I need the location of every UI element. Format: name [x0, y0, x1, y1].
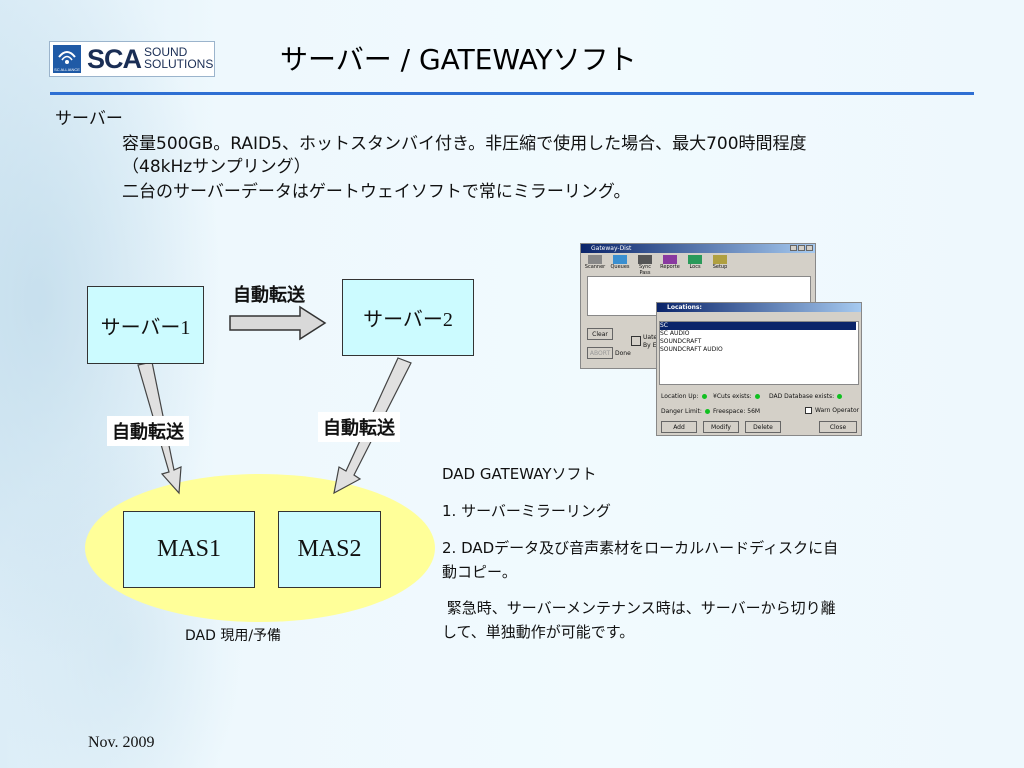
modify-button[interactable]: Modify [703, 421, 739, 433]
server1-box: サーバー1 [87, 286, 204, 364]
gateway-window-titlebar: Gateway-Dist [581, 244, 815, 253]
done-label: Done [615, 350, 631, 357]
footer-date: Nov. 2009 [88, 734, 155, 751]
logo-tagline: SOUND SOLUTIONS [144, 46, 213, 70]
minimize-icon[interactable] [790, 245, 797, 251]
toolbar-locs[interactable]: Locs [684, 255, 706, 276]
gateway-item2-line2: 動コピー。 [442, 563, 517, 581]
maximize-icon[interactable] [798, 245, 805, 251]
location-item[interactable]: SC AUDIO [660, 330, 690, 337]
logo-sound: SOUND [144, 45, 188, 59]
gateway-item3-line1: 緊急時、サーバーメンテナンス時は、サーバーから切り離 [442, 599, 836, 617]
danger-limit-indicator-icon [704, 409, 710, 414]
server2-box: サーバー2 [342, 279, 474, 356]
checkbox-icon [805, 407, 812, 414]
tree-icon [631, 336, 641, 346]
gateway-item2-line1: 2. DADデータ及び音声素材をローカルハードディスクに自 [442, 539, 839, 557]
locations-icon [688, 255, 702, 264]
logo-brand: SCA [87, 44, 142, 74]
slide-title: サーバー / GATEWAYソフト [280, 43, 637, 76]
dad-label: DAD 現用/予備 [185, 628, 282, 644]
location-item[interactable]: SOUNDCRAFT AUDIO [660, 346, 723, 353]
location-up-label: Location Up: [661, 393, 710, 401]
danger-limit-label: Danger Limit: [661, 408, 713, 416]
dad-db-exists-label: DAD Database exists: [769, 393, 845, 401]
side-text-1: Uate [643, 334, 658, 341]
setup-icon [713, 255, 727, 264]
gateway-toolbar: Scanner Queues Sync Pass Reporte Locs Se… [581, 253, 815, 278]
location-item[interactable]: SOUNDCRAFT [660, 338, 702, 345]
location-up-indicator-icon [701, 394, 707, 399]
side-text-2: By E [643, 342, 657, 349]
clear-button[interactable]: Clear [587, 328, 613, 340]
title-divider [50, 92, 974, 95]
logo-solutions: SOLUTIONS [144, 57, 214, 71]
locations-titlebar: Locations: [657, 303, 861, 312]
toolbar-setup[interactable]: Setup [709, 255, 731, 276]
sc-alliance-emblem-icon: SC ALLIANCE [53, 45, 81, 73]
cuts-indicator-icon [754, 394, 760, 399]
sync-icon [638, 255, 652, 264]
arrow-server1-to-server2 [229, 305, 327, 341]
toolbar-sync[interactable]: Sync Pass [634, 255, 656, 276]
gateway-heading: DAD GATEWAYソフト [442, 465, 597, 483]
location-item[interactable]: SC [660, 322, 856, 330]
locations-dialog: Locations: SC SC AUDIO SOUNDCRAFT SOUNDC… [656, 302, 862, 436]
server-heading: サーバー [55, 109, 123, 129]
transfer-label-right: 自動転送 [318, 412, 400, 442]
queues-icon [613, 255, 627, 264]
scanner-icon [588, 255, 602, 264]
toolbar-scanner[interactable]: Scanner [584, 255, 606, 276]
abort-button[interactable]: ABORT [587, 347, 613, 359]
close-icon[interactable] [806, 245, 813, 251]
reports-icon [663, 255, 677, 264]
server-spec-line1: 容量500GB。RAID5、ホットスタンバイ付き。非圧縮で使用した場合、最大70… [122, 134, 807, 154]
server-spec-line3: 二台のサーバーデータはゲートウェイソフトで常にミラーリング。 [122, 182, 631, 202]
transfer-label-left: 自動転送 [107, 416, 189, 446]
cuts-exists-label: ¥Cuts exists: [713, 393, 763, 401]
gateway-window-title: Gateway-Dist [591, 245, 632, 252]
delete-button[interactable]: Delete [745, 421, 781, 433]
mas1-box: MAS1 [123, 511, 255, 588]
gateway-item1: 1. サーバーミラーリング [442, 502, 611, 520]
toolbar-queues[interactable]: Queues [609, 255, 631, 276]
freespace-label: Freespace: 56M [713, 408, 761, 415]
add-button[interactable]: Add [661, 421, 697, 433]
emblem-text: SC ALLIANCE [54, 67, 80, 72]
toolbar-reports[interactable]: Reporte [659, 255, 681, 276]
locations-list[interactable]: SC SC AUDIO SOUNDCRAFT SOUNDCRAFT AUDIO [659, 321, 859, 385]
mas2-box: MAS2 [278, 511, 381, 588]
dad-db-indicator-icon [837, 394, 843, 399]
server-spec-line2: （48kHzサンプリング） [122, 157, 311, 177]
sca-logo: SC ALLIANCE SCA SOUND SOLUTIONS [49, 41, 215, 77]
transfer-label-top: 自動転送 [233, 285, 305, 306]
gateway-item3-line2: して、単独動作が可能です。 [442, 623, 635, 641]
warn-operator-checkbox[interactable]: Warn Operator [805, 407, 859, 415]
close-button[interactable]: Close [819, 421, 857, 433]
